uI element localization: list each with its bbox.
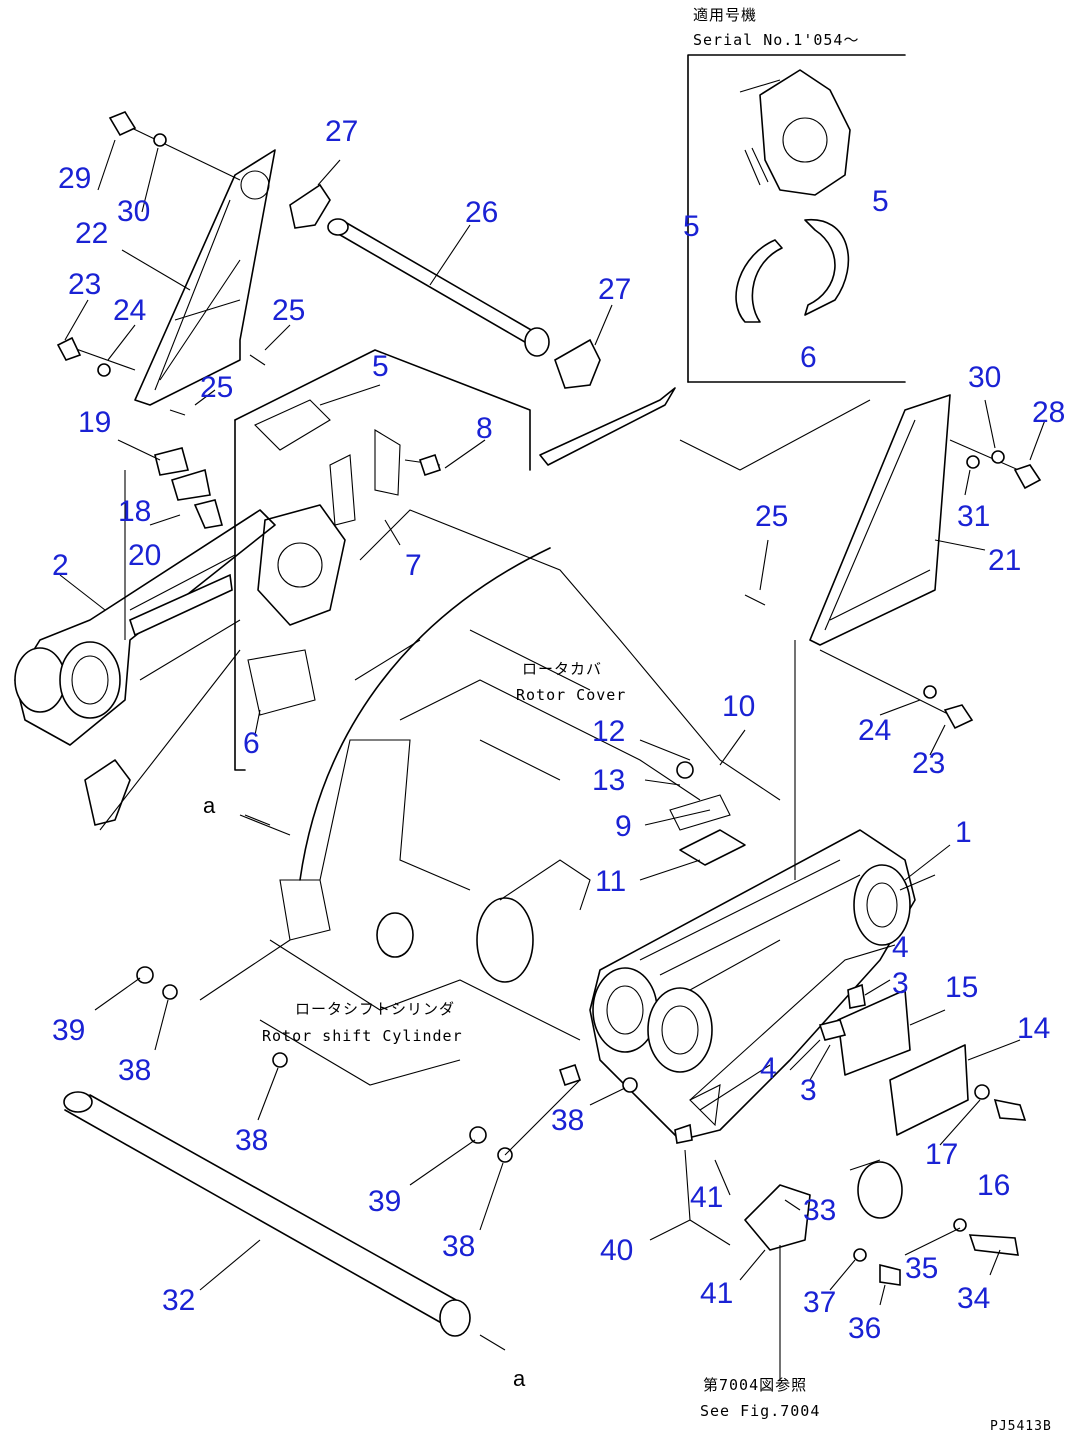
callout: 27 [325, 115, 358, 148]
mark-a-bottom: a [513, 1366, 526, 1391]
leader-lines [59, 139, 1046, 1306]
callout: 37 [803, 1286, 836, 1319]
callout: 41 [690, 1181, 723, 1214]
direction-arrow [539, 387, 676, 466]
see-fig-en: See Fig.7004 [700, 1402, 820, 1420]
plate-9 [669, 794, 731, 831]
callout: 25 [272, 294, 305, 327]
callout: 24 [113, 294, 146, 327]
callout: 5 [372, 350, 389, 383]
callout: 38 [235, 1124, 268, 1157]
callout: 35 [905, 1252, 938, 1285]
callout: 2 [52, 549, 69, 582]
callout: 23 [68, 268, 101, 301]
cylinder-32 [63, 1091, 506, 1351]
callout: 31 [957, 500, 990, 533]
main-frame [259, 509, 781, 1086]
flange-part [857, 1161, 903, 1219]
callout: 30 [968, 361, 1001, 394]
serial-note-jp: 適用号機 [693, 6, 757, 24]
callout: 38 [551, 1104, 584, 1137]
bracket-22 [64, 119, 276, 406]
callout: 30 [117, 195, 150, 228]
callout: 27 [598, 273, 631, 306]
callout: 16 [977, 1169, 1010, 1202]
callout: 24 [858, 714, 891, 747]
rotor-shift-label-jp: ロータシフトシリンダ [295, 1000, 455, 1018]
callout: 8 [476, 412, 493, 445]
callout: 22 [75, 217, 108, 250]
callout: 41 [700, 1277, 733, 1310]
callout: 1 [955, 816, 972, 849]
callout: 19 [78, 406, 111, 439]
see-fig-jp: 第7004図参照 [703, 1376, 807, 1394]
callout: 4 [892, 931, 909, 964]
callout: 29 [58, 162, 91, 195]
callout: 40 [600, 1234, 633, 1267]
lid-11 [679, 829, 746, 866]
cover-plate-14 [889, 1044, 969, 1136]
callout: 21 [988, 544, 1021, 577]
callout: 3 [892, 967, 909, 1000]
cover-plate-15 [837, 989, 911, 1076]
serial-inset [687, 54, 906, 383]
callout: 39 [368, 1185, 401, 1218]
callout: 25 [200, 371, 233, 404]
callout: 10 [722, 690, 755, 723]
callout: 9 [615, 810, 632, 843]
bracket-21 [809, 394, 1031, 721]
flange-27-mid [554, 338, 601, 389]
callout: 26 [465, 196, 498, 229]
callout: 17 [925, 1138, 958, 1171]
callout: 5 [872, 185, 889, 218]
callout: 6 [243, 727, 260, 760]
callout: 7 [405, 549, 422, 582]
shaft-26 [327, 218, 550, 357]
gear-housing-1 [589, 829, 936, 1141]
rotor-shift-label-en: Rotor shift Cylinder [262, 1027, 463, 1045]
callout: 33 [803, 1194, 836, 1227]
callout: 34 [957, 1282, 990, 1315]
callout: 12 [592, 715, 625, 748]
callout: 13 [592, 764, 625, 797]
callout: 6 [800, 341, 817, 374]
rotor-cover-label-en: Rotor Cover [516, 686, 626, 704]
callout: 38 [118, 1054, 151, 1087]
arm-2 [14, 509, 276, 831]
callout: 14 [1017, 1012, 1050, 1045]
callout: 11 [595, 865, 626, 898]
callout: 32 [162, 1284, 195, 1317]
callout: 23 [912, 747, 945, 780]
mark-a-top: a [203, 793, 216, 818]
serial-note-en: Serial No.1'054～ [693, 31, 859, 49]
callouts: 1 2 3 3 4 4 5 5 5 6 6 7 8 9 10 11 12 13 … [52, 115, 1065, 1345]
callout: 3 [800, 1074, 817, 1107]
callout: 25 [755, 500, 788, 533]
plate-group [234, 349, 531, 771]
callout: 4 [760, 1052, 777, 1085]
callout: 15 [945, 971, 978, 1004]
callout: 28 [1032, 396, 1065, 429]
motor-33 [744, 1184, 811, 1251]
callout: 36 [848, 1312, 881, 1345]
callout: 38 [442, 1230, 475, 1263]
callout: 39 [52, 1014, 85, 1047]
callout: 20 [128, 539, 161, 572]
flange-27-top [289, 183, 331, 229]
callout: 18 [118, 495, 151, 528]
callout: 5 [683, 210, 700, 243]
drawing-code: PJ5413B [990, 1419, 1052, 1434]
rotor-cover-label-jp: ロータカバ [522, 660, 602, 678]
